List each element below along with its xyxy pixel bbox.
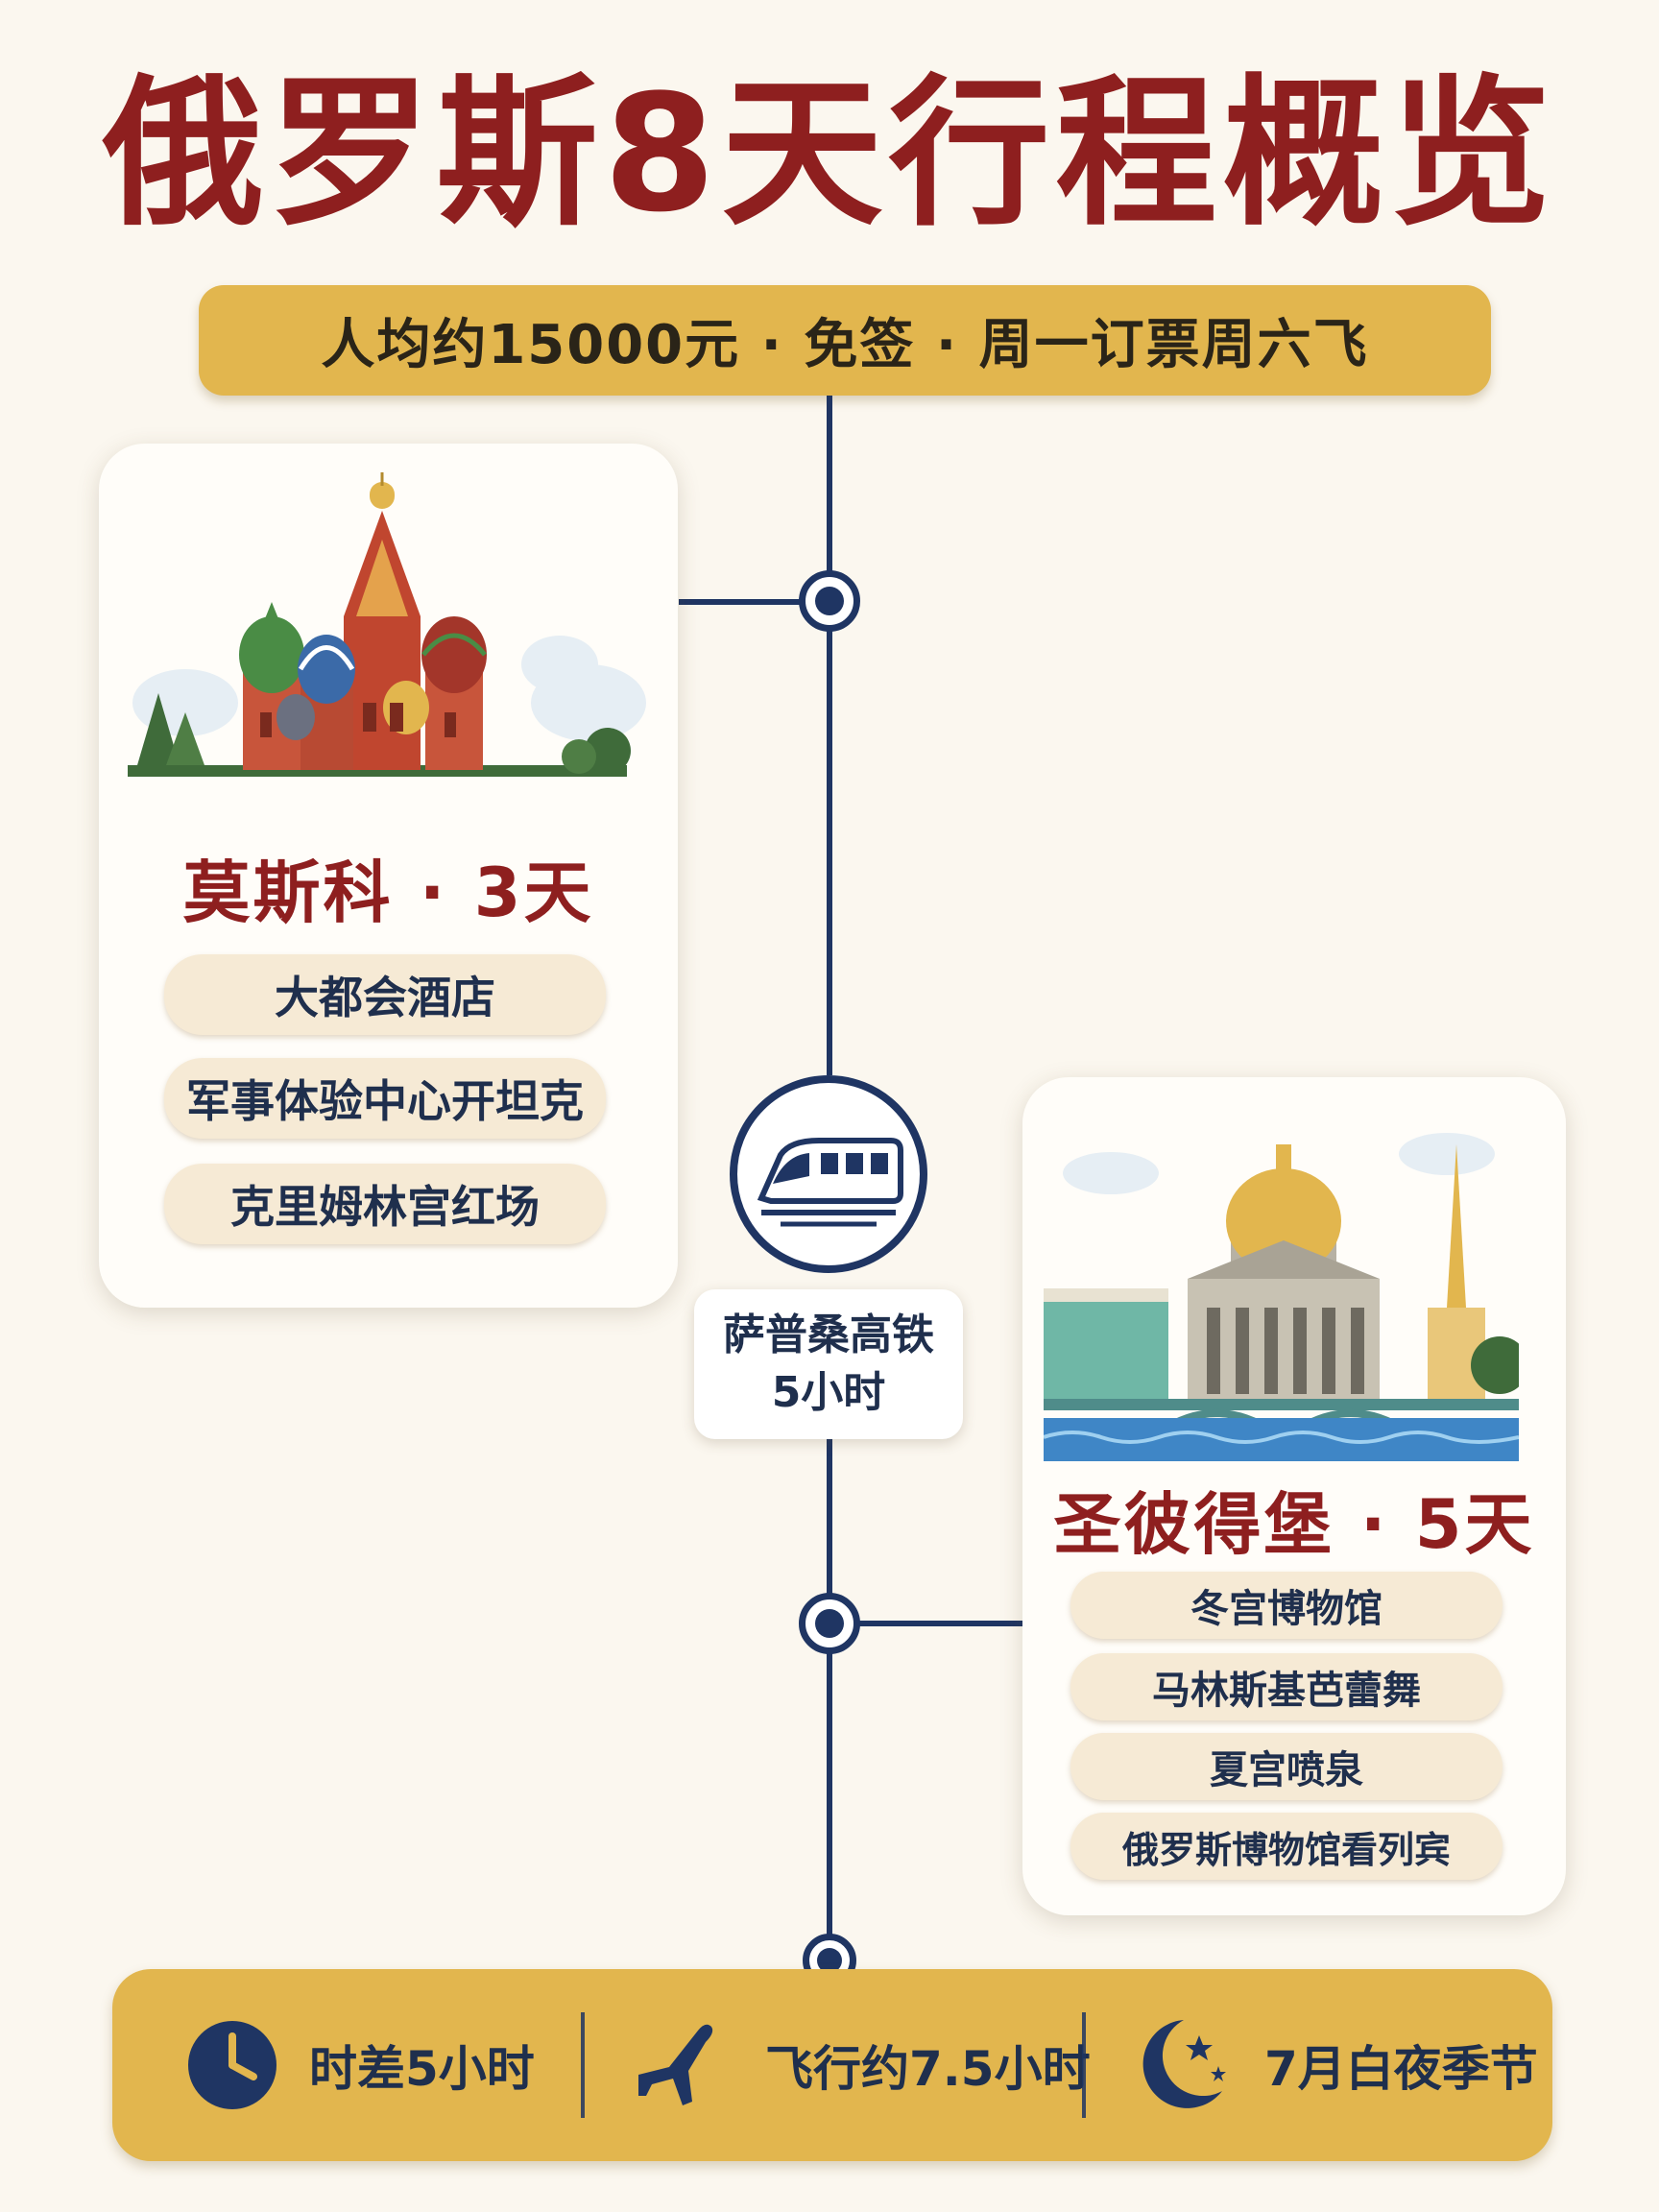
st-isaac-cathedral-illustration bbox=[1044, 1133, 1519, 1461]
footer-divider bbox=[1082, 2012, 1086, 2118]
footer-item-flight: 飞行约7.5小时 bbox=[631, 1969, 1091, 2161]
transfer-mode: 萨普桑高铁 bbox=[723, 1310, 934, 1359]
summary-banner: 人均约15000元 · 免签 · 周一订票周六飞 bbox=[199, 285, 1491, 396]
timeline-line bbox=[827, 1439, 832, 1977]
airplane-icon bbox=[638, 2024, 713, 2105]
clock-icon bbox=[188, 2021, 276, 2109]
footer-item-timezone: 时差5小时 bbox=[184, 1969, 535, 2161]
petersburg-item-ballet: 马林斯基芭蕾舞 bbox=[1070, 1653, 1503, 1720]
footer-item-white-nights: 7月白夜季节 bbox=[1130, 1969, 1538, 2161]
moscow-card: 莫斯科 · 3天 大都会酒店 军事体验中心开坦克 克里姆林宫红场 bbox=[99, 444, 678, 1308]
petersburg-connector bbox=[857, 1621, 1022, 1626]
moscow-connector bbox=[679, 599, 804, 605]
moscow-item-hotel: 大都会酒店 bbox=[164, 954, 606, 1035]
footer-text-white-nights: 7月白夜季节 bbox=[1264, 2041, 1538, 2097]
transfer-duration: 5小时 bbox=[771, 1368, 886, 1417]
petersburg-item-hermitage: 冬宫博物馆 bbox=[1070, 1572, 1503, 1639]
train-badge bbox=[730, 1075, 927, 1273]
moon-stars-icon bbox=[1142, 2020, 1226, 2108]
train-icon bbox=[757, 1138, 903, 1227]
footer-text-timezone: 时差5小时 bbox=[309, 2041, 535, 2097]
moscow-item-tank: 军事体验中心开坦克 bbox=[164, 1058, 606, 1139]
moscow-timeline-node bbox=[799, 570, 860, 632]
petersburg-card: 圣彼得堡 · 5天 冬宫博物馆 马林斯基芭蕾舞 夏宫喷泉 俄罗斯博物馆看列宾 bbox=[1022, 1077, 1566, 1915]
travel-info-footer: 时差5小时 飞行约7.5小时 7月白夜季节 bbox=[112, 1969, 1552, 2161]
timeline-line bbox=[827, 396, 832, 1075]
petersburg-item-peterhof: 夏宫喷泉 bbox=[1070, 1733, 1503, 1800]
moscow-city-title: 莫斯科 · 3天 bbox=[182, 854, 594, 932]
st-basil-cathedral-illustration bbox=[128, 472, 646, 777]
petersburg-timeline-node bbox=[799, 1593, 860, 1654]
footer-divider bbox=[581, 2012, 585, 2118]
moscow-item-kremlin: 克里姆林宫红场 bbox=[164, 1164, 606, 1244]
footer-text-flight: 飞行约7.5小时 bbox=[765, 2041, 1091, 2097]
petersburg-city-title: 圣彼得堡 · 5天 bbox=[1053, 1485, 1535, 1564]
petersburg-item-russian-museum: 俄罗斯博物馆看列宾 bbox=[1070, 1813, 1503, 1880]
page-title: 俄罗斯8天行程概览 bbox=[102, 60, 1557, 248]
transfer-label: 萨普桑高铁 5小时 bbox=[694, 1289, 963, 1439]
